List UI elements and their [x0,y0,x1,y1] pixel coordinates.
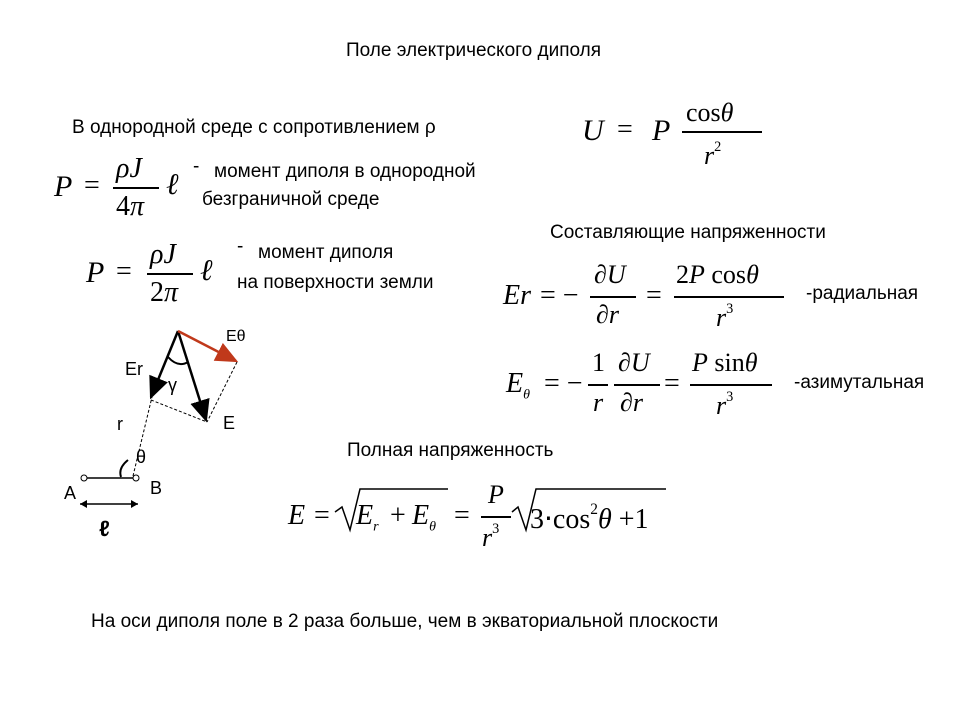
projection-line-2 [150,399,208,423]
total-heading: Полная напряженность [347,440,554,461]
label-r: r [117,414,123,434]
intro-text: В однородной среде с сопротивлением ρ [72,117,436,138]
label-gamma: γ [168,375,177,395]
components-heading: Составляющие напряженности [550,222,826,243]
theta-arc [119,459,129,478]
label-l: ℓ [99,516,110,541]
label-theta: θ [136,447,147,467]
er-arrow [149,330,180,400]
moment2-line2: на поверхности земли [237,272,434,293]
charge-b [132,474,140,482]
sqrt-sign-2 [511,488,666,533]
label-e: E [223,413,236,433]
radial-label: -радиальная [806,283,919,304]
r-line [132,396,153,477]
moment1-line2: безграничной среде [202,189,380,210]
azimuthal-label: -азимутальная [794,372,925,393]
e-theta-arrow [177,329,239,363]
projection-line-1 [206,361,238,423]
gamma-arc [167,356,189,366]
label-e-theta: Eθ [226,328,246,345]
moment1-line1: момент диполя в однородной [214,161,476,182]
e-arrow [176,330,210,423]
page-title: Поле электрического диполя [346,40,602,61]
sqrt-sign-1 [334,488,448,533]
charge-a [80,474,88,482]
label-a: A [64,483,77,503]
moment2-dash: - [237,236,244,257]
moment1-dash: - [193,156,200,177]
conclusion-text: На оси диполя поле в 2 раза больше, чем … [91,611,719,632]
moment2-line1: момент диполя [258,242,394,263]
label-er: Er [125,359,143,379]
label-b: B [150,478,163,498]
